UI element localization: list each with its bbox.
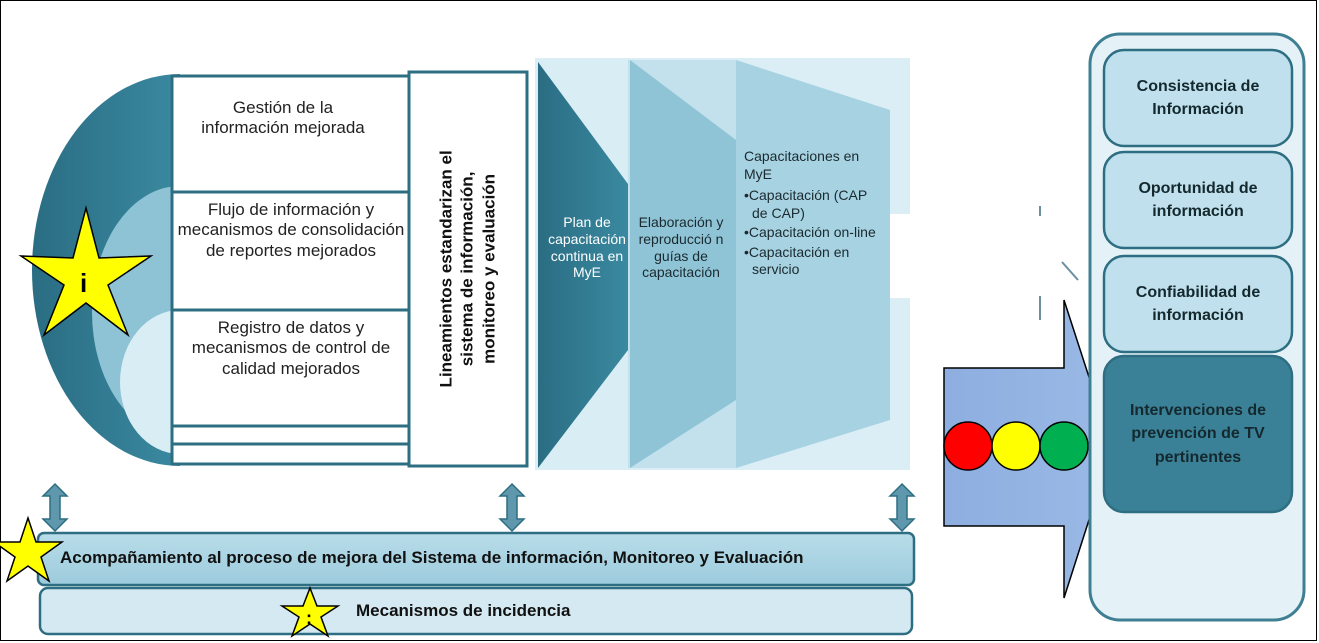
vertical-label: Lineamientos estandarizan el sistema de … <box>409 72 527 466</box>
left-box-1-text: Gestión de la información mejorada <box>201 98 365 138</box>
star-bottom-center-icon <box>279 585 341 638</box>
capacitaciones-bullet-2: •Capacitación on-line <box>744 224 876 240</box>
left-box-2 <box>170 190 412 312</box>
right-box-2: Oportunidad de información <box>1138 179 1258 220</box>
updown-arrow-3 <box>888 482 916 533</box>
right-box-4: Intervenciones de prevención de TV perti… <box>1129 402 1267 466</box>
guide-line-2 <box>1061 261 1079 281</box>
incidencia-label: Mecanismos de incidencia <box>356 601 571 620</box>
stage-plan-text: Plan de capacitación continua en MyE <box>548 214 626 281</box>
left-box-3 <box>170 308 412 428</box>
acompanamiento-label: Acompañamiento al proceso de mejora del … <box>60 548 804 567</box>
left-box-1 <box>170 74 412 194</box>
stage-plan-chevron <box>538 62 628 468</box>
updown-arrow-1 <box>41 482 69 533</box>
traffic-light-green <box>1039 421 1089 471</box>
left-box-4 <box>170 424 412 446</box>
inner-arc <box>120 310 180 454</box>
vertical-label-line-1: Lineamientos estandarizan el <box>437 150 457 388</box>
updown-arrows <box>41 482 916 533</box>
star-large-icon <box>18 205 154 338</box>
right-box-3-shape <box>1102 254 1294 354</box>
left-box-2-text: Flujo de información y mecanismos de con… <box>177 200 405 260</box>
vertical-label-line-3: monitoreo y evaluación <box>479 174 499 364</box>
capacitaciones-bullet-3: •Capacitación en servicio <box>744 243 850 278</box>
right-box-3: Confiabilidad de información <box>1135 283 1261 324</box>
stage-elaboracion-chevron <box>630 60 736 468</box>
stage-capacitaciones-shape <box>736 60 890 468</box>
right-box-1-shape <box>1102 48 1294 148</box>
vertical-label-box <box>407 70 529 468</box>
stage-elaboracion-text: Elaboración y reproducció n guías de cap… <box>638 214 724 281</box>
vertical-label-line-2: sistema de información, <box>458 171 478 367</box>
star-bottom-left-icon <box>0 515 65 583</box>
updown-arrow-2 <box>498 482 526 533</box>
right-box-2-shape <box>1102 150 1294 250</box>
star-bottom-center-label: : <box>306 608 312 628</box>
left-box-3-text: Registro de datos y mecanismos de contro… <box>191 318 391 378</box>
left-box-stack <box>170 74 412 466</box>
capacitaciones-heading: Capacitaciones en MyE <box>744 148 860 182</box>
traffic-light-red <box>943 421 993 471</box>
right-box-4-shape <box>1102 354 1294 514</box>
left-box-5 <box>170 442 412 466</box>
stage-capacitaciones-text: Capacitaciones en MyE •Capacitación (CAP… <box>744 148 884 281</box>
star-large-label: i <box>80 268 88 298</box>
traffic-light-yellow <box>991 421 1041 471</box>
capacitaciones-bullet-1: •Capacitación (CAP de CAP) <box>744 187 867 221</box>
incidencia-bar <box>38 586 914 636</box>
right-box-1: Consistencia de Información <box>1136 77 1260 118</box>
